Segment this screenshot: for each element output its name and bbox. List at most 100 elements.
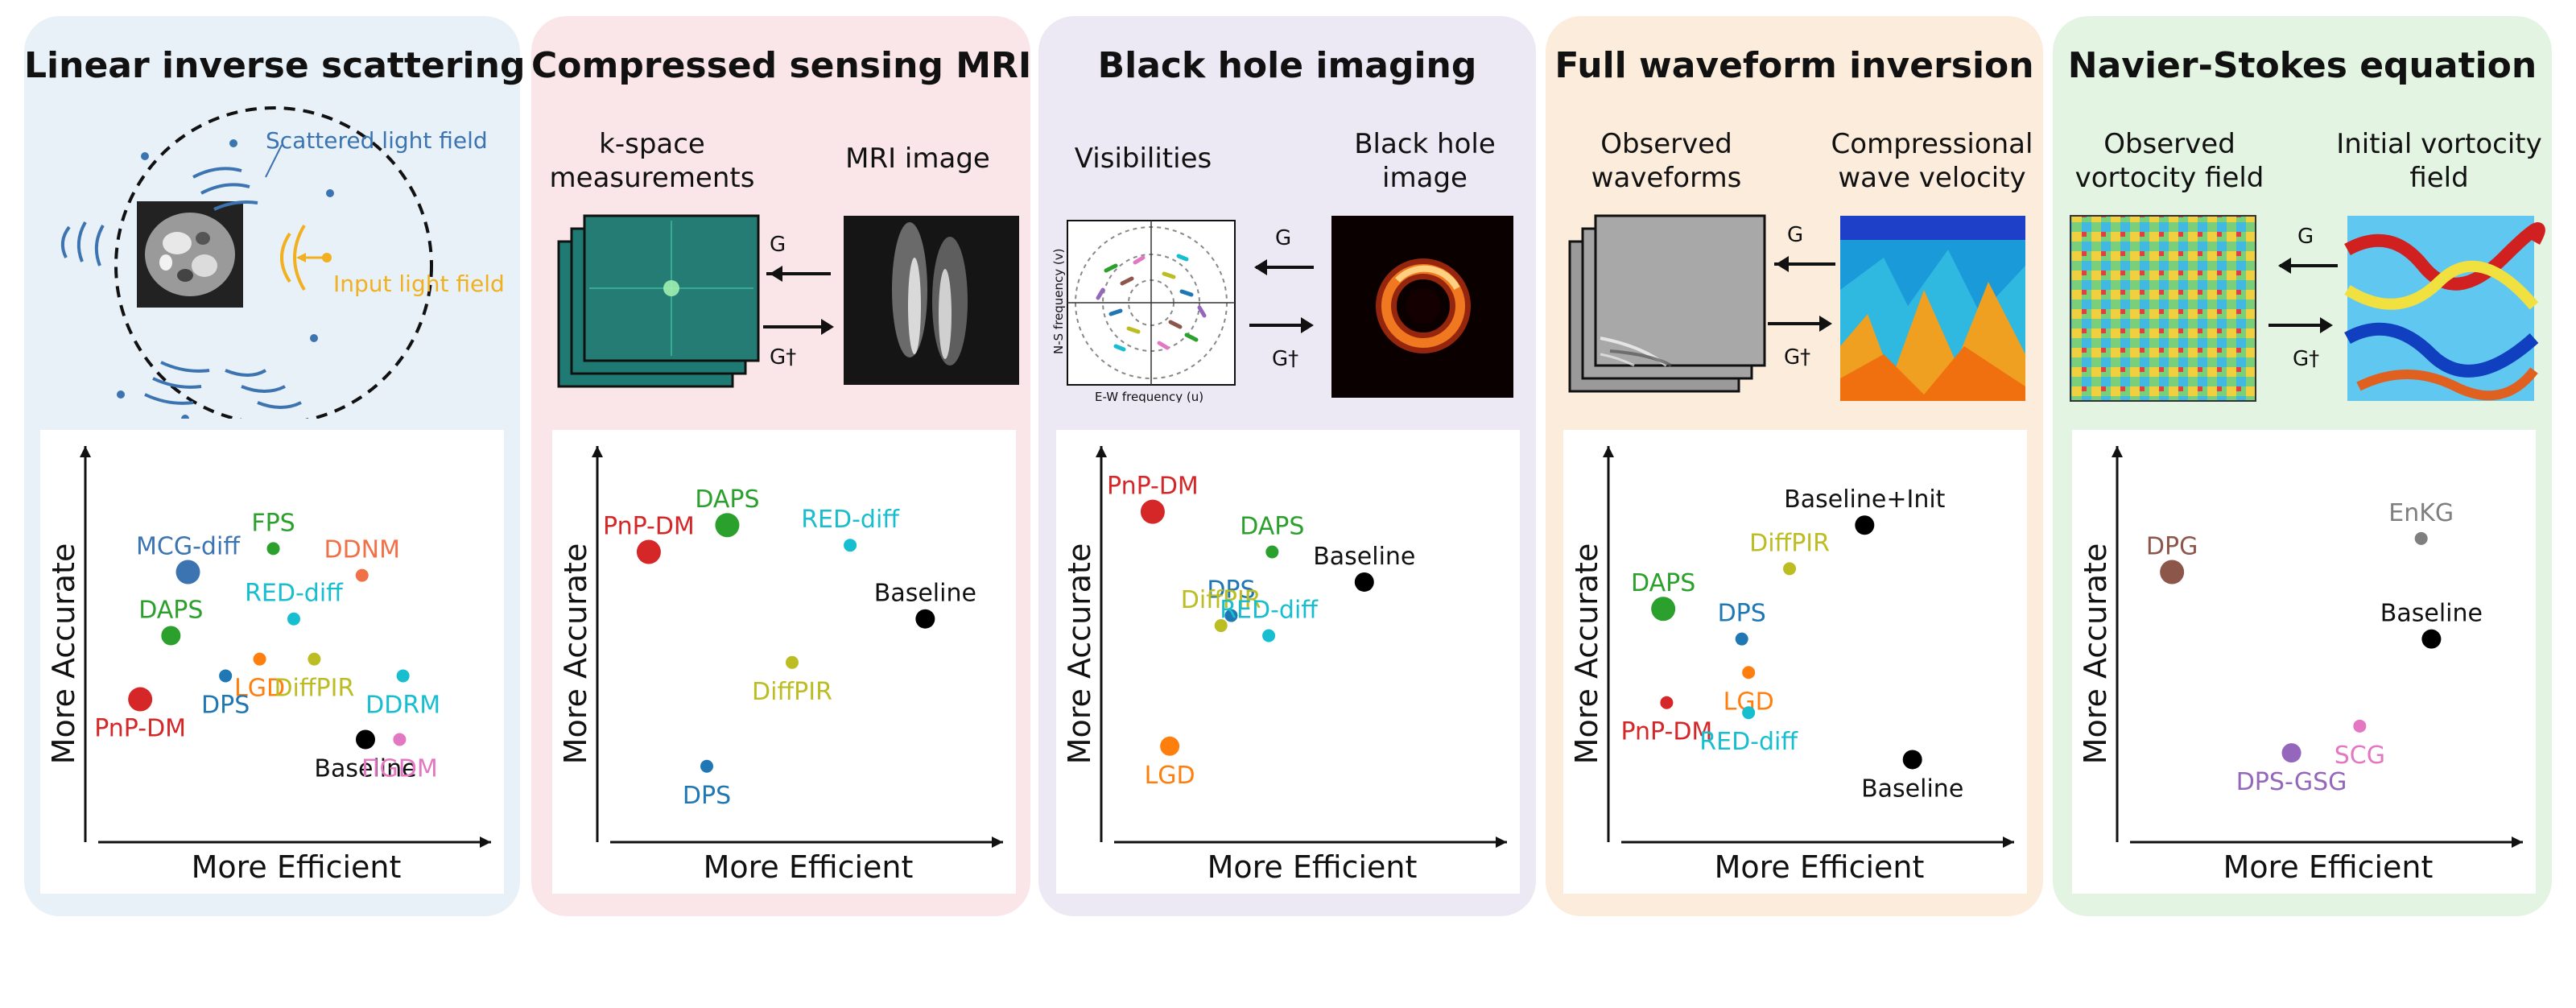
data-point-label: DPS	[1718, 600, 1766, 628]
data-point	[1140, 499, 1165, 524]
data-point-label: PnP-DM	[1620, 718, 1712, 746]
data-point	[393, 733, 407, 746]
panel-title: Full waveform inversion	[1554, 45, 2034, 86]
x-axis-label: More Efficient	[1208, 849, 1418, 885]
data-point	[1742, 706, 1756, 720]
panel-navier: Navier-Stokes equation Observed vortocit…	[2053, 16, 2552, 916]
vis-xaxis-label: E-W frequency (u)	[1095, 390, 1203, 403]
x-axis-label: More Efficient	[192, 849, 402, 885]
data-point	[715, 513, 740, 538]
x-axis-arrow	[992, 837, 1003, 848]
y-axis-arrow	[2112, 446, 2123, 457]
data-point-label: DDNM	[324, 536, 400, 564]
data-point-label: ΠGDM	[361, 754, 438, 783]
right-image-label: Initial vortocity field	[2336, 128, 2542, 194]
data-point-label: Baseline+Init	[1784, 485, 1946, 514]
data-point-label: PnP-DM	[94, 715, 186, 743]
data-point	[1855, 515, 1875, 535]
panel-scattering: Linear inverse scattering	[24, 16, 526, 916]
adjoint-op-label: G†	[2293, 347, 2319, 371]
data-point-label: DiffPIR	[752, 678, 832, 706]
data-point-label: Baseline	[874, 580, 976, 608]
x-axis-label: More Efficient	[704, 849, 914, 885]
panel-title: Compressed sensing MRI	[531, 45, 1032, 86]
data-point-label: PnP-DM	[603, 513, 695, 541]
blackhole-diagram: E-W frequency (u) N-S frequency (v) G G†	[1051, 216, 1513, 403]
data-point	[1224, 609, 1238, 622]
y-axis-label: More Accurate	[1062, 543, 1097, 765]
forward-op-label: G	[770, 233, 786, 257]
scatter-blackhole: More Efficient More Accurate PnP-DM DAPS Bas…	[1056, 430, 1520, 894]
data-point	[2421, 629, 2442, 649]
x-axis-label: More Efficient	[1715, 849, 1925, 885]
data-point	[700, 759, 713, 773]
x-axis-arrow	[480, 837, 491, 848]
panel-fwi: Full waveform inversion Observed wavefor…	[1546, 16, 2043, 916]
data-point	[2160, 560, 2185, 585]
data-point-label: PnP-DM	[1107, 473, 1199, 501]
left-image-label: Visibilities	[1074, 143, 1212, 175]
right-image-label: Compressional wave velocity	[1831, 128, 2033, 194]
data-point	[1160, 736, 1180, 756]
data-point-label: LGD	[234, 675, 285, 703]
data-point-label: RED-diff	[1699, 728, 1798, 756]
data-point-label: DiffPIR	[274, 675, 354, 703]
fwi-diagram: G G†	[1568, 214, 2025, 401]
navier-diagram: G G†	[2070, 215, 2545, 402]
data-point	[1214, 619, 1228, 633]
scatter-svg: More Efficient More Accurate PnP-DM DAPS Bas…	[1062, 446, 1507, 885]
y-axis-arrow	[592, 446, 603, 457]
data-point-label: DDRM	[365, 691, 440, 719]
mri-diagram: G G†	[557, 214, 1019, 388]
data-point-label: DiffPIR	[1181, 586, 1261, 614]
data-point-label: DPG	[2146, 532, 2198, 560]
scattered-light-label: Scattered light field	[266, 127, 488, 154]
data-point-label: SCG	[2334, 742, 2385, 770]
data-point	[1902, 750, 1922, 770]
data-point-label: DAPS	[1240, 513, 1304, 541]
data-point-label: LGD	[1145, 762, 1195, 790]
forward-op-label: G	[1275, 226, 1291, 250]
data-point-label: DPS-GSG	[2236, 768, 2347, 796]
data-point-label: Baseline	[1313, 543, 1415, 571]
vis-yaxis-label: N-S frequency (v)	[1051, 248, 1066, 354]
data-point-label: Baseline	[1861, 775, 1963, 803]
panel-blackhole: Black hole imaging Visibilities Black ho…	[1038, 16, 1536, 916]
data-point	[1262, 629, 1276, 642]
data-point	[1742, 666, 1756, 680]
forward-op-label: G	[2297, 225, 2314, 249]
data-point-label: Baseline	[2380, 600, 2483, 628]
mri-image	[844, 216, 1019, 385]
data-point-label: RED-diff	[1220, 597, 1319, 625]
data-point	[915, 609, 935, 629]
data-point	[1265, 545, 1279, 559]
data-point	[355, 568, 369, 582]
data-point-label: DAPS	[138, 597, 203, 625]
data-point	[2414, 531, 2428, 545]
y-axis-label: More Accurate	[46, 543, 81, 765]
data-point-label: RED-diff	[245, 580, 344, 608]
data-point	[161, 626, 181, 646]
waveform-image	[1594, 214, 1766, 367]
data-point	[219, 669, 233, 683]
data-point-label: DAPS	[1631, 569, 1695, 597]
data-point	[253, 652, 266, 666]
data-point-label: EnKG	[2388, 499, 2454, 527]
panel-mri: Compressed sensing MRI k-space measureme…	[531, 16, 1032, 916]
input-light-label: Input light field	[333, 271, 505, 297]
x-axis-arrow	[2003, 837, 2014, 848]
data-point	[786, 655, 799, 669]
y-axis-arrow	[1603, 446, 1614, 457]
data-point	[2353, 719, 2367, 733]
panel-title: Linear inverse scattering	[24, 45, 526, 86]
panel-title: Navier-Stokes equation	[2067, 45, 2537, 86]
data-point	[175, 560, 200, 585]
data-point-label: RED-diff	[801, 506, 900, 534]
